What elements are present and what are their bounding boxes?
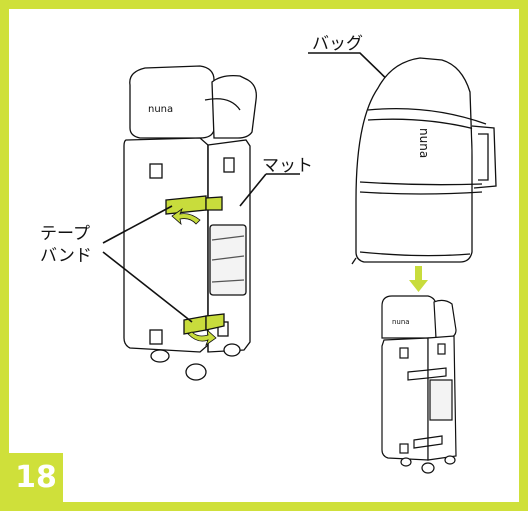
- travel-bag: nuna: [351, 57, 497, 265]
- step-number-badge: 18: [9, 453, 63, 502]
- brand-logo-large: nuna: [148, 104, 173, 115]
- brand-logo-bag: nuna: [417, 128, 431, 158]
- mat-label: マット: [262, 156, 313, 176]
- down-arrow-icon: [409, 266, 428, 292]
- tape-band-label-line1: テープ: [40, 224, 90, 244]
- leader-lines: [102, 52, 399, 323]
- brand-logo-small: nuna: [392, 318, 410, 326]
- bag-label: バッグ: [312, 34, 363, 54]
- folded-playard-large: nuna: [123, 65, 257, 381]
- tape-band-label-line2: バンド: [40, 246, 92, 266]
- rotate-arrow-icon: [171, 207, 217, 347]
- folded-playard-small: nuna: [381, 295, 457, 474]
